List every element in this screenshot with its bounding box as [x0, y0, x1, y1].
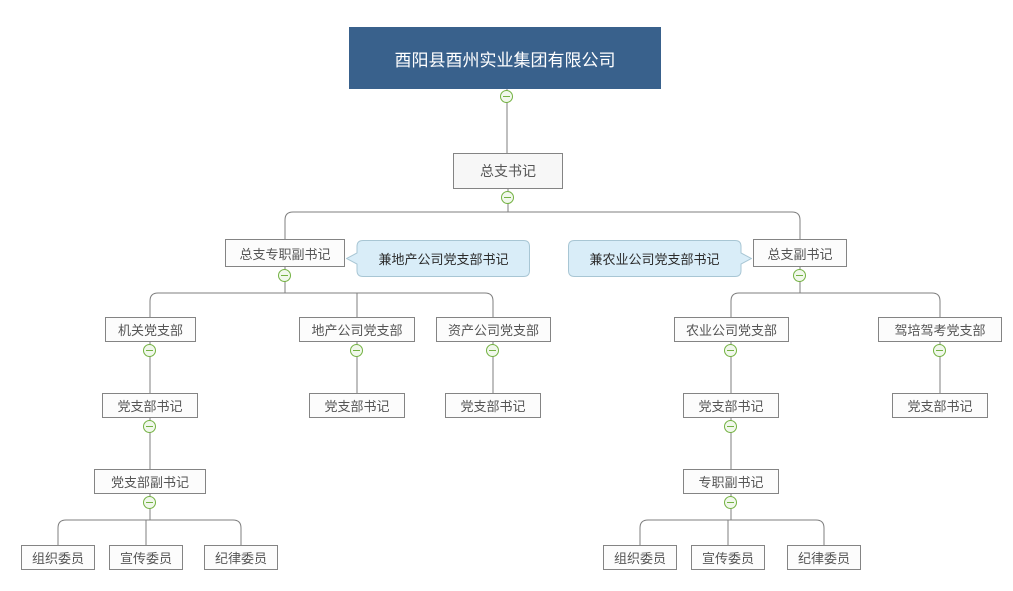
node-branch-office[interactable]: 机关党支部 [105, 317, 196, 342]
node-branch-agriculture[interactable]: 农业公司党支部 [674, 317, 789, 342]
connector-line [284, 211, 801, 239]
collapse-icon[interactable] [793, 269, 806, 282]
node-publicity-committee-left[interactable]: 宣传委员 [109, 545, 183, 570]
callout-label: 兼农业公司党支部书记 [589, 253, 720, 268]
node-publicity-committee-right[interactable]: 宣传委员 [691, 545, 765, 570]
collapse-icon[interactable] [724, 496, 737, 509]
node-label: 宣传委员 [701, 552, 754, 567]
node-discipline-committee-right[interactable]: 纪律委员 [787, 545, 861, 570]
node-label: 党支部书记 [460, 400, 526, 415]
node-label: 酉阳县酉州实业集团有限公司 [394, 50, 616, 71]
node-label: 党支部书记 [324, 400, 390, 415]
node-label: 党支部书记 [698, 400, 764, 415]
node-secretary-real-estate[interactable]: 党支部书记 [309, 393, 405, 418]
node-label: 党支部副书记 [110, 476, 189, 491]
node-label: 党支部书记 [117, 400, 183, 415]
node-organization-committee-right[interactable]: 组织委员 [603, 545, 677, 570]
collapse-icon[interactable] [350, 344, 363, 357]
node-label: 驾培驾考党支部 [894, 324, 986, 339]
collapse-icon[interactable] [724, 344, 737, 357]
node-root-company[interactable]: 酉阳县酉州实业集团有限公司 [349, 27, 661, 89]
collapse-icon[interactable] [501, 191, 514, 204]
callout-left[interactable]: 兼地产公司党支部书记 [346, 240, 530, 277]
node-chief-secretary[interactable]: 总支书记 [453, 153, 563, 189]
node-secretary-office[interactable]: 党支部书记 [102, 393, 198, 418]
node-deputy-secretary[interactable]: 总支副书记 [753, 239, 847, 267]
node-secretary-driving[interactable]: 党支部书记 [892, 393, 988, 418]
node-label: 资产公司党支部 [447, 324, 539, 339]
node-discipline-committee-left[interactable]: 纪律委员 [204, 545, 278, 570]
node-label: 农业公司党支部 [685, 324, 777, 339]
node-label: 地产公司党支部 [311, 324, 403, 339]
node-label: 纪律委员 [214, 552, 267, 567]
node-label: 机关党支部 [117, 324, 183, 339]
node-secretary-agriculture[interactable]: 党支部书记 [683, 393, 779, 418]
connector-line [730, 292, 941, 317]
callout-bubble-icon [568, 240, 752, 277]
callout-bubble-icon [346, 240, 530, 277]
node-branch-assets[interactable]: 资产公司党支部 [436, 317, 551, 342]
node-label: 总支书记 [480, 164, 536, 180]
node-label: 组织委员 [613, 552, 666, 567]
node-label: 组织委员 [31, 552, 84, 567]
collapse-icon[interactable] [933, 344, 946, 357]
node-branch-driving[interactable]: 驾培驾考党支部 [878, 317, 1002, 342]
node-deputy-secretary-full-time[interactable]: 总支专职副书记 [225, 239, 345, 267]
node-label: 宣传委员 [119, 552, 172, 567]
collapse-icon[interactable] [486, 344, 499, 357]
callout-right[interactable]: 兼农业公司党支部书记 [568, 240, 752, 277]
node-label: 专职副书记 [698, 476, 764, 491]
node-label: 总支副书记 [767, 247, 833, 263]
node-branch-real-estate[interactable]: 地产公司党支部 [299, 317, 415, 342]
node-label: 纪律委员 [797, 552, 850, 567]
node-secretary-assets[interactable]: 党支部书记 [445, 393, 541, 418]
node-label: 党支部书记 [907, 400, 973, 415]
node-deputy-secretary-agriculture[interactable]: 专职副书记 [683, 469, 779, 494]
collapse-icon[interactable] [143, 420, 156, 433]
collapse-icon[interactable] [278, 269, 291, 282]
callout-label: 兼地产公司党支部书记 [378, 253, 509, 268]
node-organization-committee-left[interactable]: 组织委员 [21, 545, 95, 570]
collapse-icon[interactable] [143, 344, 156, 357]
collapse-icon[interactable] [724, 420, 737, 433]
node-label: 总支专职副书记 [239, 247, 331, 263]
collapse-icon[interactable] [500, 90, 513, 103]
collapse-icon[interactable] [143, 496, 156, 509]
node-deputy-secretary-office[interactable]: 党支部副书记 [94, 469, 206, 494]
connector-line [57, 519, 242, 545]
connector-line [639, 519, 825, 545]
connector-line [149, 292, 494, 317]
